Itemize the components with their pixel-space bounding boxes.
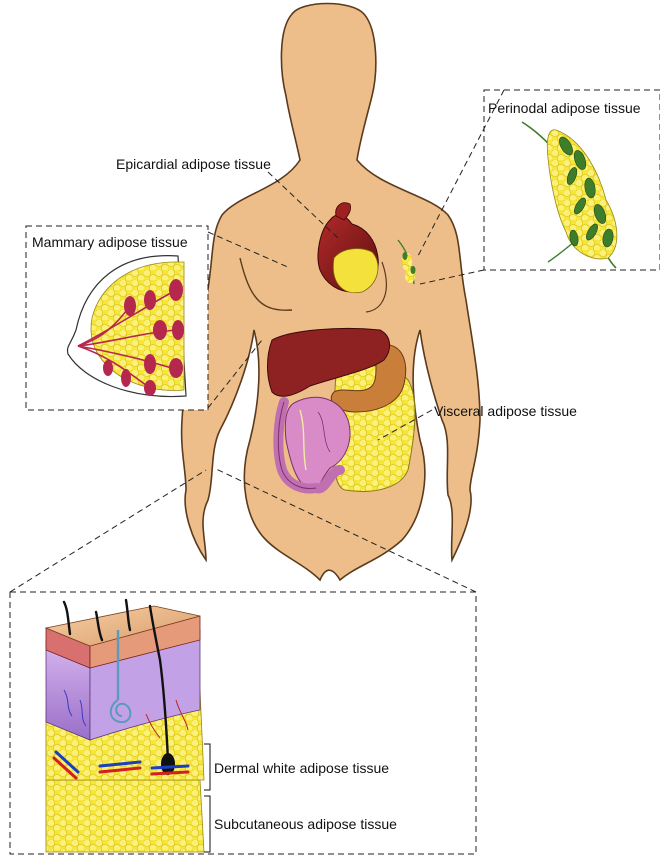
label-dermal: Dermal white adipose tissue: [214, 760, 389, 776]
label-visceral: Visceral adipose tissue: [434, 403, 577, 419]
body-outline: [182, 4, 480, 581]
body-silhouette: [182, 4, 480, 581]
label-mammary: Mammary adipose tissue: [32, 234, 188, 250]
label-perinodal: Perinodal adipose tissue: [488, 100, 641, 116]
subcutaneous-fat: [46, 780, 204, 852]
label-epicardial: Epicardial adipose tissue: [116, 156, 271, 172]
label-subcutaneous: Subcutaneous adipose tissue: [214, 816, 397, 832]
